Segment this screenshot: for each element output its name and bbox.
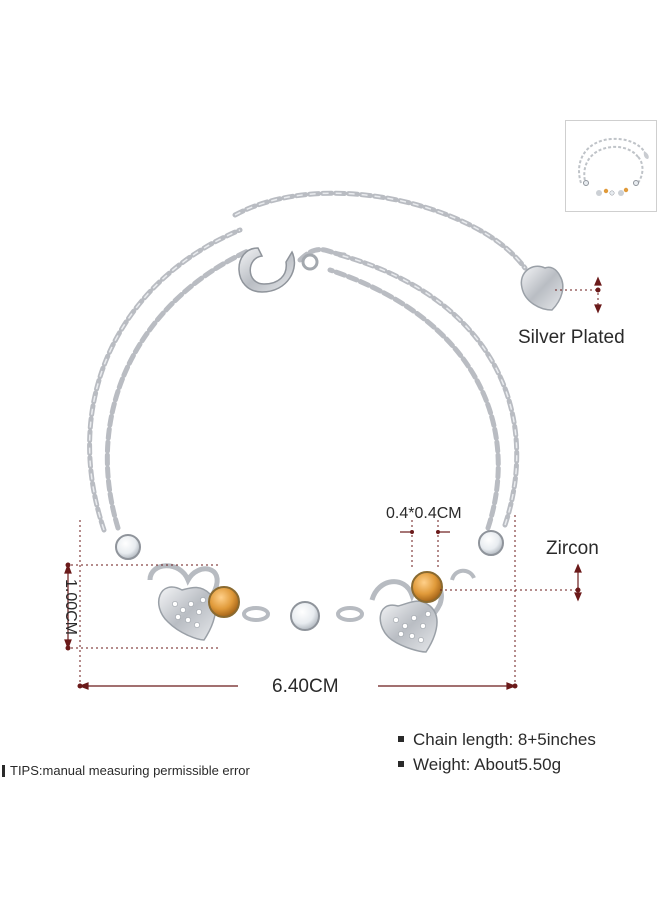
bullet-icon: [398, 760, 404, 767]
stone-size-label: 0.4*0.4CM: [386, 505, 462, 522]
spec-text: Weight: About5.50g: [413, 755, 562, 774]
bracelet-chain: [87, 190, 528, 533]
tips-text: TIPS:manual measuring permissible error: [10, 763, 250, 778]
width-label: 6.40CM: [272, 676, 339, 697]
thumbnail-bracelet-icon: [578, 137, 649, 196]
product-thumbnail[interactable]: [565, 120, 657, 212]
tips-note: TIPS:manual measuring permissible error: [2, 763, 250, 778]
stone-label: Zircon: [546, 538, 599, 559]
material-label: Silver Plated: [518, 327, 625, 348]
dimension-lines: [66, 278, 599, 690]
bracelet-links: [115, 530, 504, 653]
spec-chain-length: Chain length: 8+5inches: [398, 730, 596, 750]
bullet-icon: [398, 735, 404, 742]
height-label: 1.00CM: [62, 578, 79, 636]
spec-weight: Weight: About5.50g: [398, 755, 561, 775]
tip-marker-icon: [2, 764, 5, 777]
spec-text: Chain length: 8+5inches: [413, 730, 596, 749]
heart-charm: [520, 265, 564, 311]
lobster-clasp: [238, 247, 319, 293]
